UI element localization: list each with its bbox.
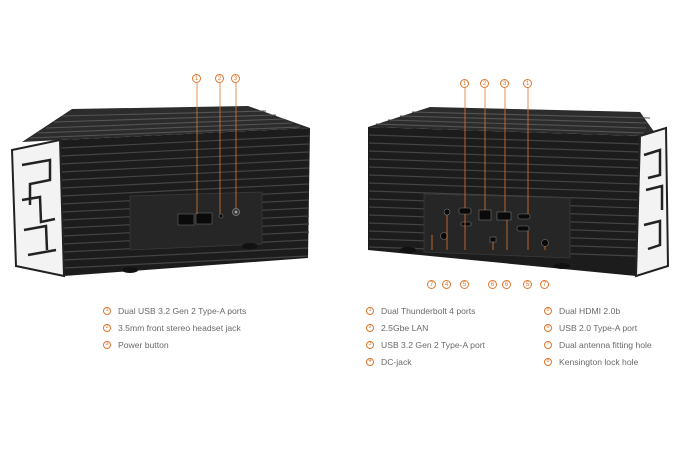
callout-number: 1 <box>523 79 532 88</box>
right-rear-panel <box>423 193 571 259</box>
legend-number: 3 <box>366 341 374 349</box>
legend-text: Dual Thunderbolt 4 ports <box>381 306 476 316</box>
callout-number: 1 <box>460 79 469 88</box>
foot <box>122 267 138 273</box>
legend-text: USB 2.0 Type-A port <box>559 323 638 333</box>
legend-number: 1 <box>103 307 111 315</box>
lan-port <box>478 209 492 221</box>
legend-number: 8 <box>544 358 552 366</box>
callout-number: 3 <box>500 79 509 88</box>
callout-number: 5 <box>523 280 532 289</box>
legend-text: Dual antenna fitting hole <box>559 340 652 350</box>
legend-text: USB 3.2 Gen 2 Type-A port <box>381 340 485 350</box>
legend-item: 2 2.5Gbe LAN <box>366 323 428 333</box>
headset-jack <box>218 213 224 219</box>
legend-item: 6 USB 2.0 Type-A port <box>544 323 637 333</box>
callout-number: 6 <box>502 280 511 289</box>
legend-number: 3 <box>103 341 111 349</box>
legend-item: 3 USB 3.2 Gen 2 Type-A port <box>366 340 485 350</box>
legend-number: 7 <box>544 341 552 349</box>
legend-number: 2 <box>366 324 374 332</box>
legend-text: Dual HDMI 2.0b <box>559 306 621 316</box>
usb-a-port <box>177 213 195 226</box>
legend-number: 4 <box>366 358 374 366</box>
legend-text: DC-jack <box>381 357 412 367</box>
callout-number: 1 <box>192 74 201 83</box>
callout-number: 7 <box>540 280 549 289</box>
legend-text: 2.5Gbe LAN <box>381 323 429 333</box>
callout-number: 5 <box>460 280 469 289</box>
legend-text: Power button <box>118 340 169 350</box>
legend-number: 5 <box>544 307 552 315</box>
thunderbolt-port <box>517 213 531 220</box>
foot <box>242 243 258 249</box>
legend-text: Dual USB 3.2 Gen 2 Type-A ports <box>118 306 247 316</box>
callout-number: 4 <box>442 280 451 289</box>
usb-a-port <box>496 211 512 221</box>
legend-item: 2 3.5mm front stereo headset jack <box>103 323 241 333</box>
legend-item: 8 Kensington lock hole <box>544 357 638 367</box>
legend-text: Kensington lock hole <box>559 357 639 367</box>
legend-item: 3 Power button <box>103 340 169 350</box>
foot <box>554 263 570 269</box>
legend-text: 3.5mm front stereo headset jack <box>118 323 241 333</box>
usb2-port <box>489 236 497 243</box>
legend-item: 5 Dual HDMI 2.0b <box>544 306 620 316</box>
thunderbolt-port <box>460 221 472 227</box>
legend-number: 6 <box>544 324 552 332</box>
hdmi-port <box>516 225 530 232</box>
legend-item: 1 Dual Thunderbolt 4 ports <box>366 306 475 316</box>
legend-number: 1 <box>366 307 374 315</box>
callout-number: 3 <box>231 74 240 83</box>
callout-number: 6 <box>488 280 497 289</box>
hdmi-port <box>458 207 472 215</box>
right-device-rear <box>368 88 670 278</box>
callout-number: 2 <box>215 74 224 83</box>
legend-item: 4 DC-jack <box>366 357 412 367</box>
callout-number: 2 <box>480 79 489 88</box>
legend-item: 1 Dual USB 3.2 Gen 2 Type-A ports <box>103 306 246 316</box>
foot <box>400 247 416 253</box>
antenna-hole <box>541 239 549 247</box>
left-device-front <box>10 83 310 278</box>
power-button-led <box>234 210 238 214</box>
legend-number: 2 <box>103 324 111 332</box>
callout-number: 7 <box>427 280 436 289</box>
usb-a-port <box>195 212 213 225</box>
legend-item: 7 Dual antenna fitting hole <box>544 340 652 350</box>
antenna-hole <box>440 232 448 240</box>
left-device-side-panel <box>10 138 66 278</box>
dc-jack <box>443 208 451 216</box>
